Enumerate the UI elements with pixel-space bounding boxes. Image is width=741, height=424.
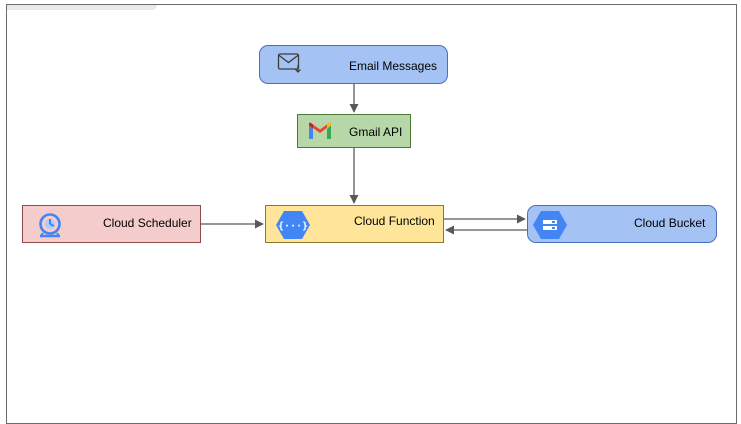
gmail-icon <box>307 121 333 144</box>
cloud-scheduler-node[interactable]: Cloud Scheduler <box>22 205 201 243</box>
cloud-scheduler-icon <box>37 212 63 241</box>
svg-text:{···}: {···} <box>278 221 308 232</box>
email-messages-label: Email Messages <box>349 59 438 73</box>
frame-tab-notch <box>7 5 157 10</box>
email-messages-node[interactable]: Email Messages <box>259 45 448 84</box>
gmail-api-node[interactable]: Gmail API <box>297 114 411 148</box>
cloud-scheduler-label: Cloud Scheduler <box>103 216 192 230</box>
cloud-function-label: Cloud Function <box>354 214 435 228</box>
cloud-function-icon: {···} <box>275 210 311 243</box>
cloud-function-node[interactable]: {···} Cloud Function <box>265 205 444 243</box>
cloud-bucket-node[interactable]: Cloud Bucket <box>527 205 717 243</box>
cloud-storage-icon <box>532 210 568 243</box>
cloud-bucket-label: Cloud Bucket <box>634 216 706 230</box>
gmail-api-label: Gmail API <box>349 125 403 139</box>
email-download-icon <box>277 52 305 77</box>
